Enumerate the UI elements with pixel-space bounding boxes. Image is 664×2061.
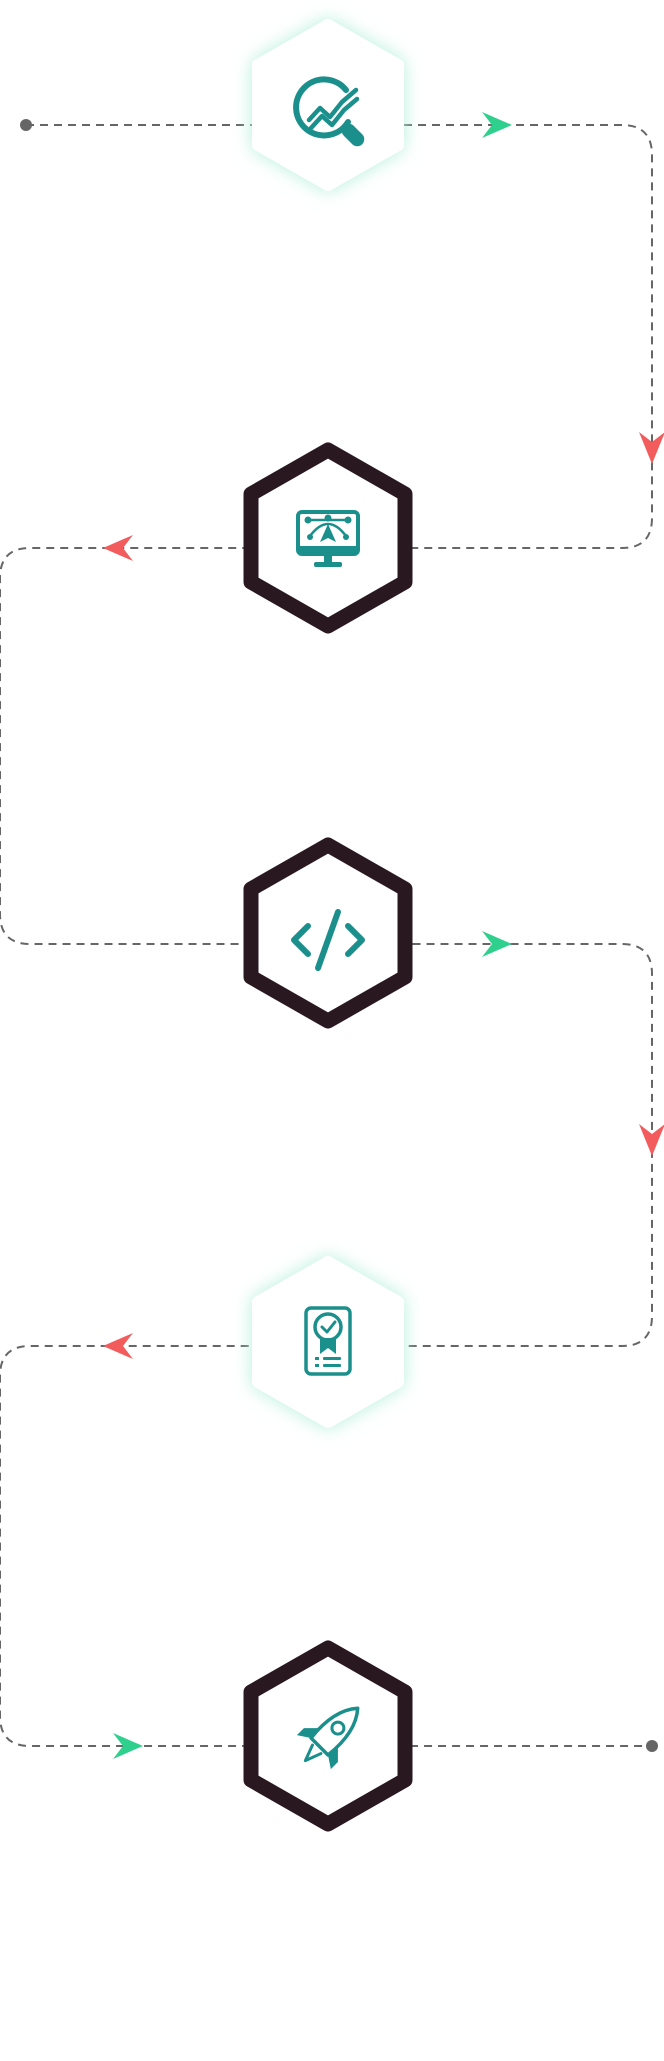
step-5-launch[interactable] xyxy=(243,1640,413,1832)
end-dot xyxy=(646,1740,658,1752)
start-dot xyxy=(20,119,32,131)
step-3-development[interactable] xyxy=(243,837,413,1029)
certificate-icon xyxy=(304,1306,352,1376)
arrow-right-3 xyxy=(113,1733,143,1759)
arrow-left-1 xyxy=(103,535,133,561)
connector-1 xyxy=(0,124,653,1747)
arrow-left-2 xyxy=(103,1333,133,1359)
arrow-down-1 xyxy=(639,432,664,464)
rocket-icon xyxy=(296,1706,360,1770)
step-1-analytics[interactable] xyxy=(252,19,404,191)
arrow-down-2 xyxy=(639,1124,664,1156)
step-2-design[interactable] xyxy=(243,442,413,634)
code-icon xyxy=(291,909,365,971)
hex-glow-shape xyxy=(252,19,404,191)
design-monitor-icon xyxy=(296,510,360,567)
arrow-right-1 xyxy=(482,112,512,138)
step-4-certificate[interactable] xyxy=(252,1256,404,1428)
analytics-search-icon xyxy=(293,76,365,147)
connector-lines xyxy=(0,124,653,1747)
arrow-right-2 xyxy=(482,931,512,957)
